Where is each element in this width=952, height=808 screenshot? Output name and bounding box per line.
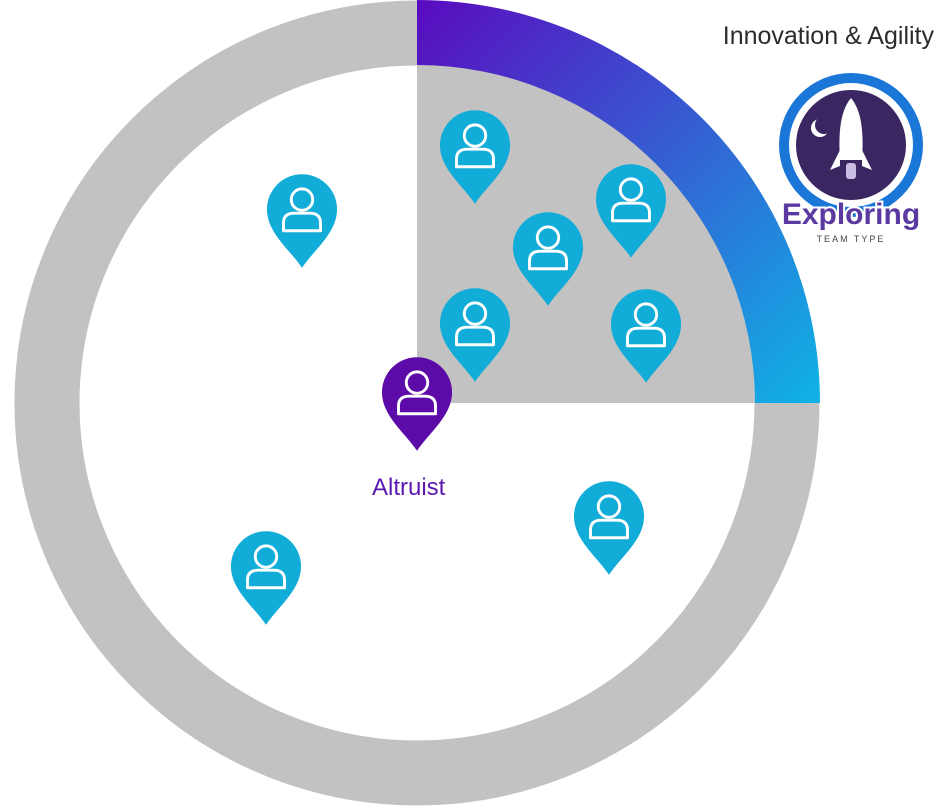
team-type-subtitle: TEAM TYPE: [817, 234, 886, 244]
team-member-7-pin-icon[interactable]: [572, 479, 646, 577]
quadrant-arc: [417, 0, 820, 403]
team-member-8-pin-icon[interactable]: [229, 529, 303, 627]
team-type-word: Exploring: [782, 198, 920, 231]
team-member-6-pin-icon[interactable]: [265, 172, 339, 270]
team-type-badge: Exploring TEAM TYPE: [779, 73, 923, 244]
quadrant-title: Innovation & Agility: [722, 22, 934, 50]
rocket-icon: [811, 98, 872, 179]
self-pin-icon[interactable]: [380, 355, 454, 453]
self-label: Altruist: [372, 474, 446, 501]
